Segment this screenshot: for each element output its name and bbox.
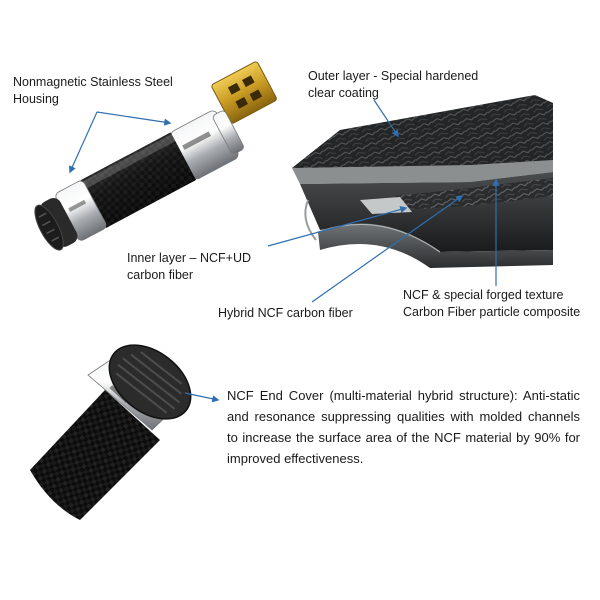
arrow-outer-layer xyxy=(373,99,399,138)
arrow-housing-to-endring xyxy=(69,111,98,174)
label-line: Housing xyxy=(13,92,59,106)
arrow-hybrid xyxy=(311,195,464,303)
label-line: Nonmagnetic Stainless Steel xyxy=(13,75,173,89)
arrow-inner-layer xyxy=(267,206,408,247)
label-line: Hybrid NCF carbon fiber xyxy=(218,306,353,320)
label-line: Carbon Fiber particle composite xyxy=(403,305,581,319)
cross-section-illustration xyxy=(292,95,553,268)
label-line: clear coating xyxy=(308,86,379,100)
label-inner-layer: Inner layer – NCF+UD carbon fiber xyxy=(127,250,251,284)
end-cover-description: NCF End Cover (multi-material hybrid str… xyxy=(227,388,580,466)
label-line: NCF & special forged texture xyxy=(403,288,564,302)
label-line: Inner layer – NCF+UD xyxy=(127,251,251,265)
label-outer-layer: Outer layer - Special hardened clear coa… xyxy=(308,68,478,102)
arrow-housing-to-collar xyxy=(96,111,172,126)
end-cover-illustration xyxy=(30,344,192,520)
label-line: Outer layer - Special hardened xyxy=(308,69,479,83)
callout-arrows xyxy=(69,99,500,403)
usb-connector-illustration xyxy=(34,61,277,251)
arrow-end-cover xyxy=(184,392,220,403)
label-ncf-forged-composite: NCF & special forged texture Carbon Fibe… xyxy=(403,287,580,321)
label-line: carbon fiber xyxy=(127,268,194,282)
label-hybrid-ncf: Hybrid NCF carbon fiber xyxy=(218,305,353,322)
label-stainless-housing: Nonmagnetic Stainless Steel Housing xyxy=(13,74,173,108)
